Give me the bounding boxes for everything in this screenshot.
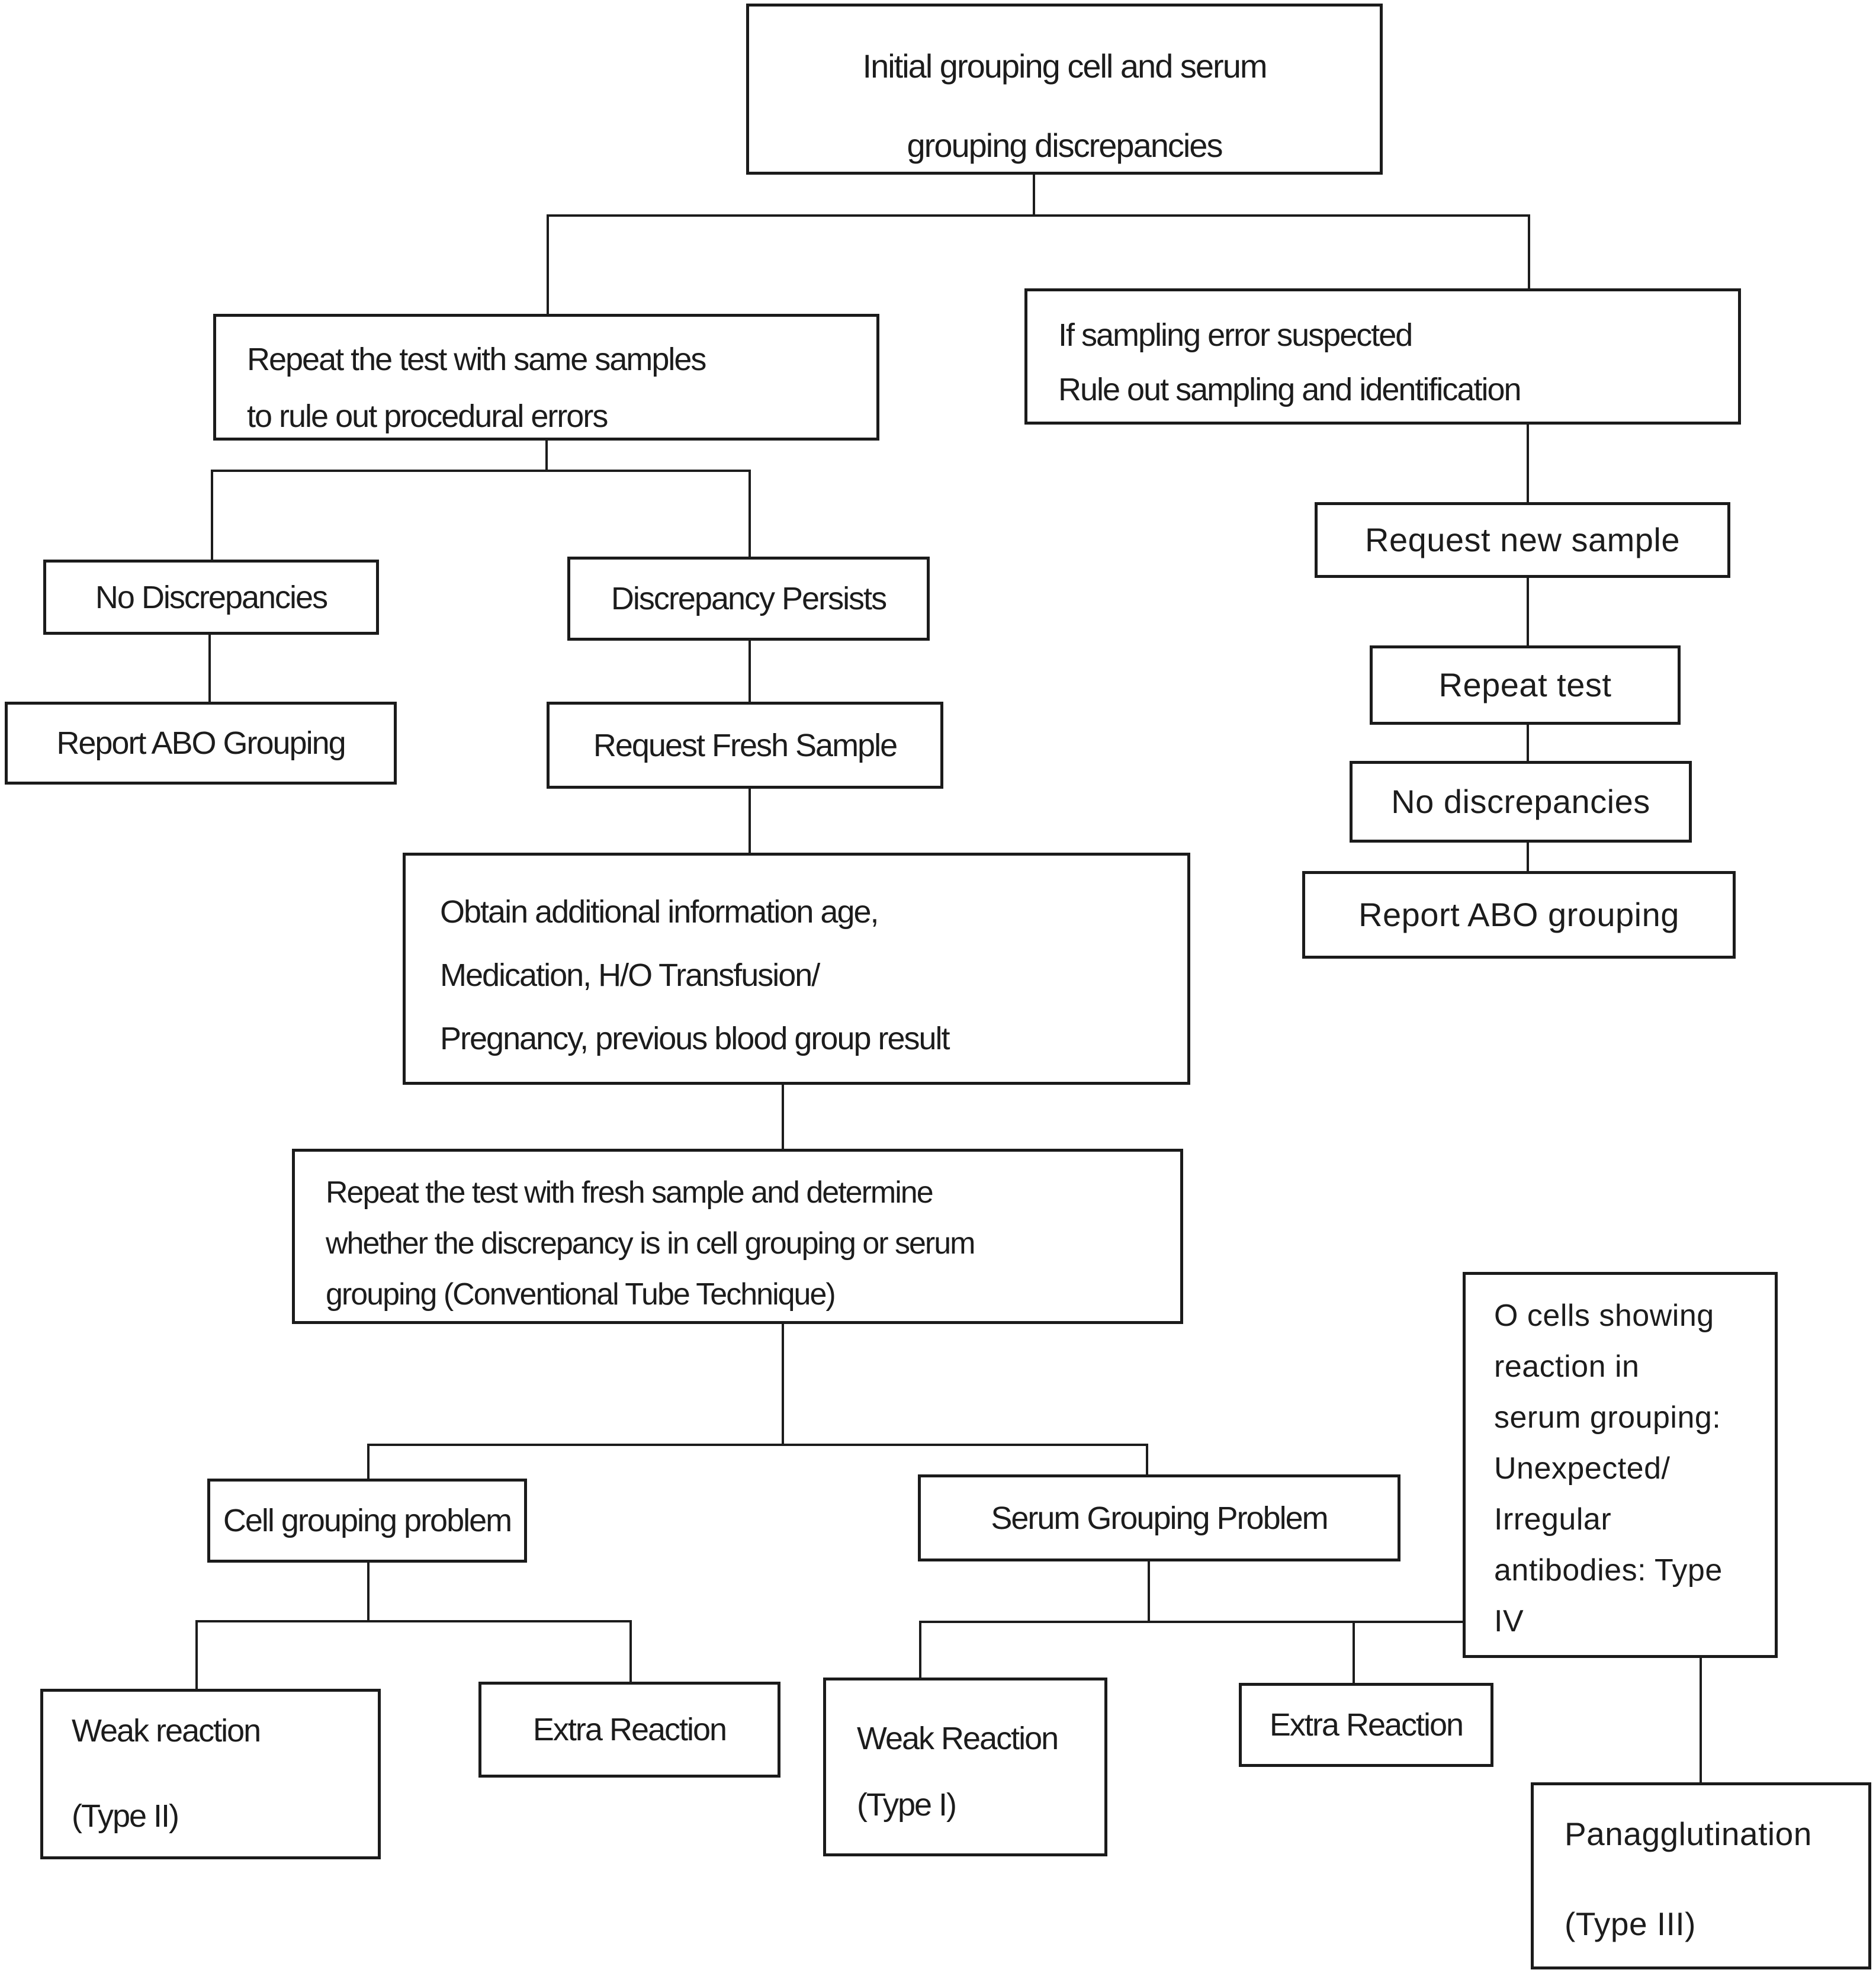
node-weak-reaction-type1: Weak Reaction (Type I) [823, 1678, 1107, 1856]
connector-drop-discrepancy-persists [749, 470, 751, 558]
connector-left-split-horizontal [211, 470, 751, 472]
node-no-discrepancies-left: No Discrepancies [43, 560, 379, 635]
node-repeat-test-fresh-sample: Repeat the test with fresh sample and de… [292, 1149, 1183, 1324]
connector-cell-split-horizontal [195, 1620, 632, 1622]
connector-initial-stem [1033, 173, 1035, 217]
connector-request-new-to-repeat-test [1527, 578, 1529, 647]
connector-serum-split-horizontal [919, 1621, 1464, 1623]
node-weak-reaction-type2: Weak reaction (Type II) [40, 1689, 381, 1859]
connector-repeat-fresh-stem [782, 1323, 784, 1445]
connector-drop-extra-cell [629, 1620, 632, 1683]
connector-drop-if-sampling [1528, 214, 1530, 290]
node-request-fresh-sample: Request Fresh Sample [547, 702, 943, 789]
connector-no-disc-to-report-abo [1527, 843, 1529, 872]
connector-serum-group-stem [1148, 1561, 1150, 1622]
connector-repeat-test-to-no-disc [1527, 725, 1529, 762]
connector-obtain-to-repeat-fresh [782, 1084, 784, 1150]
node-cell-grouping-problem: Cell grouping problem [207, 1479, 527, 1563]
node-report-abo-grouping-left: Report ABO Grouping [5, 702, 397, 785]
node-report-abo-grouping-right: Report ABO grouping [1302, 871, 1736, 959]
node-extra-reaction-cell: Extra Reaction [478, 1682, 780, 1778]
node-initial-discrepancies: Initial grouping cell and serum grouping… [746, 4, 1383, 175]
connector-drop-weak-type2 [195, 1620, 198, 1690]
connector-drop-weak-type1 [919, 1621, 921, 1679]
node-no-discrepancies-right: No discrepancies [1350, 761, 1692, 843]
node-discrepancy-persists: Discrepancy Persists [567, 557, 930, 641]
node-serum-grouping-problem: Serum Grouping Problem [918, 1474, 1400, 1561]
connector-drop-repeat-same [547, 214, 549, 315]
node-repeat-test: Repeat test [1370, 645, 1681, 725]
connector-no-disc-to-report [208, 634, 211, 703]
node-sampling-error-suspected: If sampling error suspected Rule out sam… [1024, 288, 1741, 425]
node-o-cells-type4: O cells showing reaction in serum groupi… [1463, 1272, 1778, 1658]
node-extra-reaction-serum: Extra Reaction [1239, 1683, 1493, 1767]
connector-top-split-horizontal [547, 214, 1530, 217]
node-obtain-additional-information: Obtain additional information age, Medic… [403, 853, 1190, 1085]
node-repeat-same-samples: Repeat the test with same samples to rul… [213, 314, 879, 441]
connector-problem-split-horizontal [367, 1444, 1148, 1446]
node-request-new-sample: Request new sample [1315, 502, 1730, 578]
connector-persists-to-fresh [749, 640, 751, 703]
connector-cell-group-stem [367, 1563, 370, 1621]
connector-repeat-same-stem [545, 439, 548, 472]
connector-drop-extra-serum [1353, 1621, 1355, 1684]
connector-sampling-to-request-new [1527, 425, 1529, 503]
connector-ocells-to-panagg [1700, 1657, 1702, 1784]
connector-drop-cell-grouping [367, 1444, 370, 1480]
connector-fresh-to-obtain [749, 788, 751, 854]
connector-drop-serum-grouping [1146, 1444, 1148, 1476]
node-panagglutination-type3: Panagglutination (Type III) [1531, 1782, 1871, 1969]
connector-drop-no-discrepancies [211, 470, 213, 561]
